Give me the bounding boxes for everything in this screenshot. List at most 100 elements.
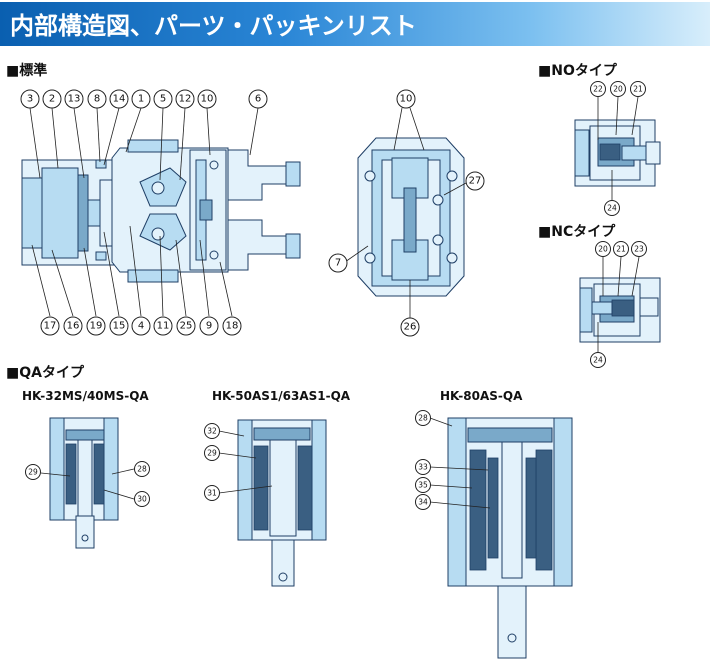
callout-bubble: 13	[64, 89, 84, 109]
svg-text:18: 18	[226, 321, 239, 332]
callout-bubble: 5	[153, 89, 173, 109]
svg-text:33: 33	[418, 463, 428, 472]
svg-text:4: 4	[138, 321, 144, 332]
callout-bubble: 21	[613, 241, 629, 257]
callout-bubble: 28	[134, 461, 150, 477]
callout-bubble: 33	[415, 459, 431, 475]
svg-text:23: 23	[634, 245, 644, 254]
callout-bubble: 2	[42, 89, 62, 109]
callout-bubble: 12	[175, 89, 195, 109]
callout-bubble: 4	[131, 316, 151, 336]
svg-text:30: 30	[137, 495, 147, 504]
callout-bubble: 32	[204, 423, 220, 439]
callout-bubble: 28	[415, 410, 431, 426]
callout-bubble: 3	[20, 89, 40, 109]
svg-text:24: 24	[593, 356, 603, 365]
svg-text:28: 28	[418, 414, 428, 423]
callout-bubble: 22	[590, 81, 606, 97]
callout-bubble: 24	[604, 200, 620, 216]
section-no-type-label: ■NOタイプ	[538, 63, 617, 79]
callout-bubble: 9	[199, 316, 219, 336]
svg-text:10: 10	[201, 94, 214, 105]
callout-bubble: 34	[415, 494, 431, 510]
callout-bubble: 16	[63, 316, 83, 336]
callout-bubble: 23	[631, 241, 647, 257]
standard-section-drawing	[21, 139, 301, 283]
svg-text:6: 6	[255, 94, 261, 105]
svg-text:20: 20	[598, 245, 608, 254]
svg-text:1: 1	[138, 94, 144, 105]
callout-bubble: 20	[610, 81, 626, 97]
nc-type-drawing: 20 21 23 24	[579, 241, 661, 368]
callout-bubble: 29	[204, 445, 220, 461]
svg-text:35: 35	[418, 481, 428, 490]
qa-model-1-label: HK-32MS/40MS-QA	[22, 389, 149, 403]
svg-text:14: 14	[113, 94, 126, 105]
callout-bubble: 31	[204, 485, 220, 501]
callout-bubble: 21	[630, 81, 646, 97]
callout-bubble: 30	[134, 491, 150, 507]
callout-bubble: 29	[25, 464, 41, 480]
svg-text:16: 16	[67, 321, 80, 332]
qa-model-1-drawing: 29 28 30	[25, 417, 150, 549]
svg-text:27: 27	[469, 176, 482, 187]
section-standard-label: ■標準	[6, 63, 48, 79]
callout-bubble: 25	[176, 316, 196, 336]
section-qa-type-label: ■QAタイプ	[6, 365, 84, 381]
svg-text:13: 13	[68, 94, 81, 105]
callout-bubble: 6	[248, 89, 268, 109]
svg-text:34: 34	[418, 498, 428, 507]
svg-text:12: 12	[179, 94, 192, 105]
callout-bubble: 14	[109, 89, 129, 109]
callout-bubble: 27	[465, 171, 485, 191]
svg-text:19: 19	[90, 321, 103, 332]
callout-bubble: 10	[197, 89, 217, 109]
qa-model-3-label: HK-80AS-QA	[440, 389, 523, 403]
svg-text:22: 22	[593, 85, 603, 94]
svg-text:5: 5	[160, 94, 166, 105]
svg-text:25: 25	[180, 321, 193, 332]
svg-text:21: 21	[616, 245, 626, 254]
standard-bottom-callouts: 17 16 19 15 4 11 25 9 18	[31, 225, 242, 336]
svg-text:31: 31	[207, 489, 217, 498]
svg-text:29: 29	[28, 468, 38, 477]
svg-text:29: 29	[207, 449, 217, 458]
svg-text:3: 3	[27, 94, 33, 105]
callout-bubble: 1	[131, 89, 151, 109]
svg-text:15: 15	[113, 321, 126, 332]
end-view-drawing: 10 27 7 26	[328, 89, 485, 337]
callout-bubble: 20	[595, 241, 611, 257]
standard-top-callouts: 3 2 13 8 14 1 5 12 10 6	[20, 89, 268, 181]
svg-text:20: 20	[613, 85, 623, 94]
page-title: 内部構造図、パーツ・パッキンリスト	[10, 12, 417, 40]
callout-bubble: 8	[87, 89, 107, 109]
svg-text:17: 17	[44, 321, 57, 332]
svg-text:9: 9	[206, 321, 212, 332]
svg-text:7: 7	[335, 258, 341, 269]
callout-bubble: 15	[109, 316, 129, 336]
callout-bubble: 26	[400, 317, 420, 337]
svg-text:26: 26	[404, 322, 417, 333]
callout-bubble: 18	[222, 316, 242, 336]
no-type-drawing: 22 20 21 24	[574, 81, 661, 216]
callout-bubble: 7	[328, 253, 348, 273]
svg-text:24: 24	[607, 204, 617, 213]
svg-text:8: 8	[94, 94, 100, 105]
svg-text:32: 32	[207, 427, 217, 436]
svg-text:11: 11	[157, 321, 170, 332]
callout-bubble: 17	[40, 316, 60, 336]
qa-model-3-drawing: 28 33 35 34	[415, 410, 573, 659]
callout-bubble: 35	[415, 477, 431, 493]
callout-bubble: 19	[86, 316, 106, 336]
svg-text:2: 2	[49, 94, 55, 105]
section-nc-type-label: ■NCタイプ	[538, 224, 616, 240]
qa-model-2-drawing: 32 29 31	[204, 419, 327, 587]
callout-bubble: 24	[590, 352, 606, 368]
callout-bubble: 10	[396, 89, 416, 109]
qa-model-2-label: HK-50AS1/63AS1-QA	[212, 389, 351, 403]
svg-text:28: 28	[137, 465, 147, 474]
svg-text:10: 10	[400, 94, 413, 105]
svg-text:21: 21	[633, 85, 643, 94]
header-banner: 内部構造図、パーツ・パッキンリスト	[0, 2, 710, 46]
